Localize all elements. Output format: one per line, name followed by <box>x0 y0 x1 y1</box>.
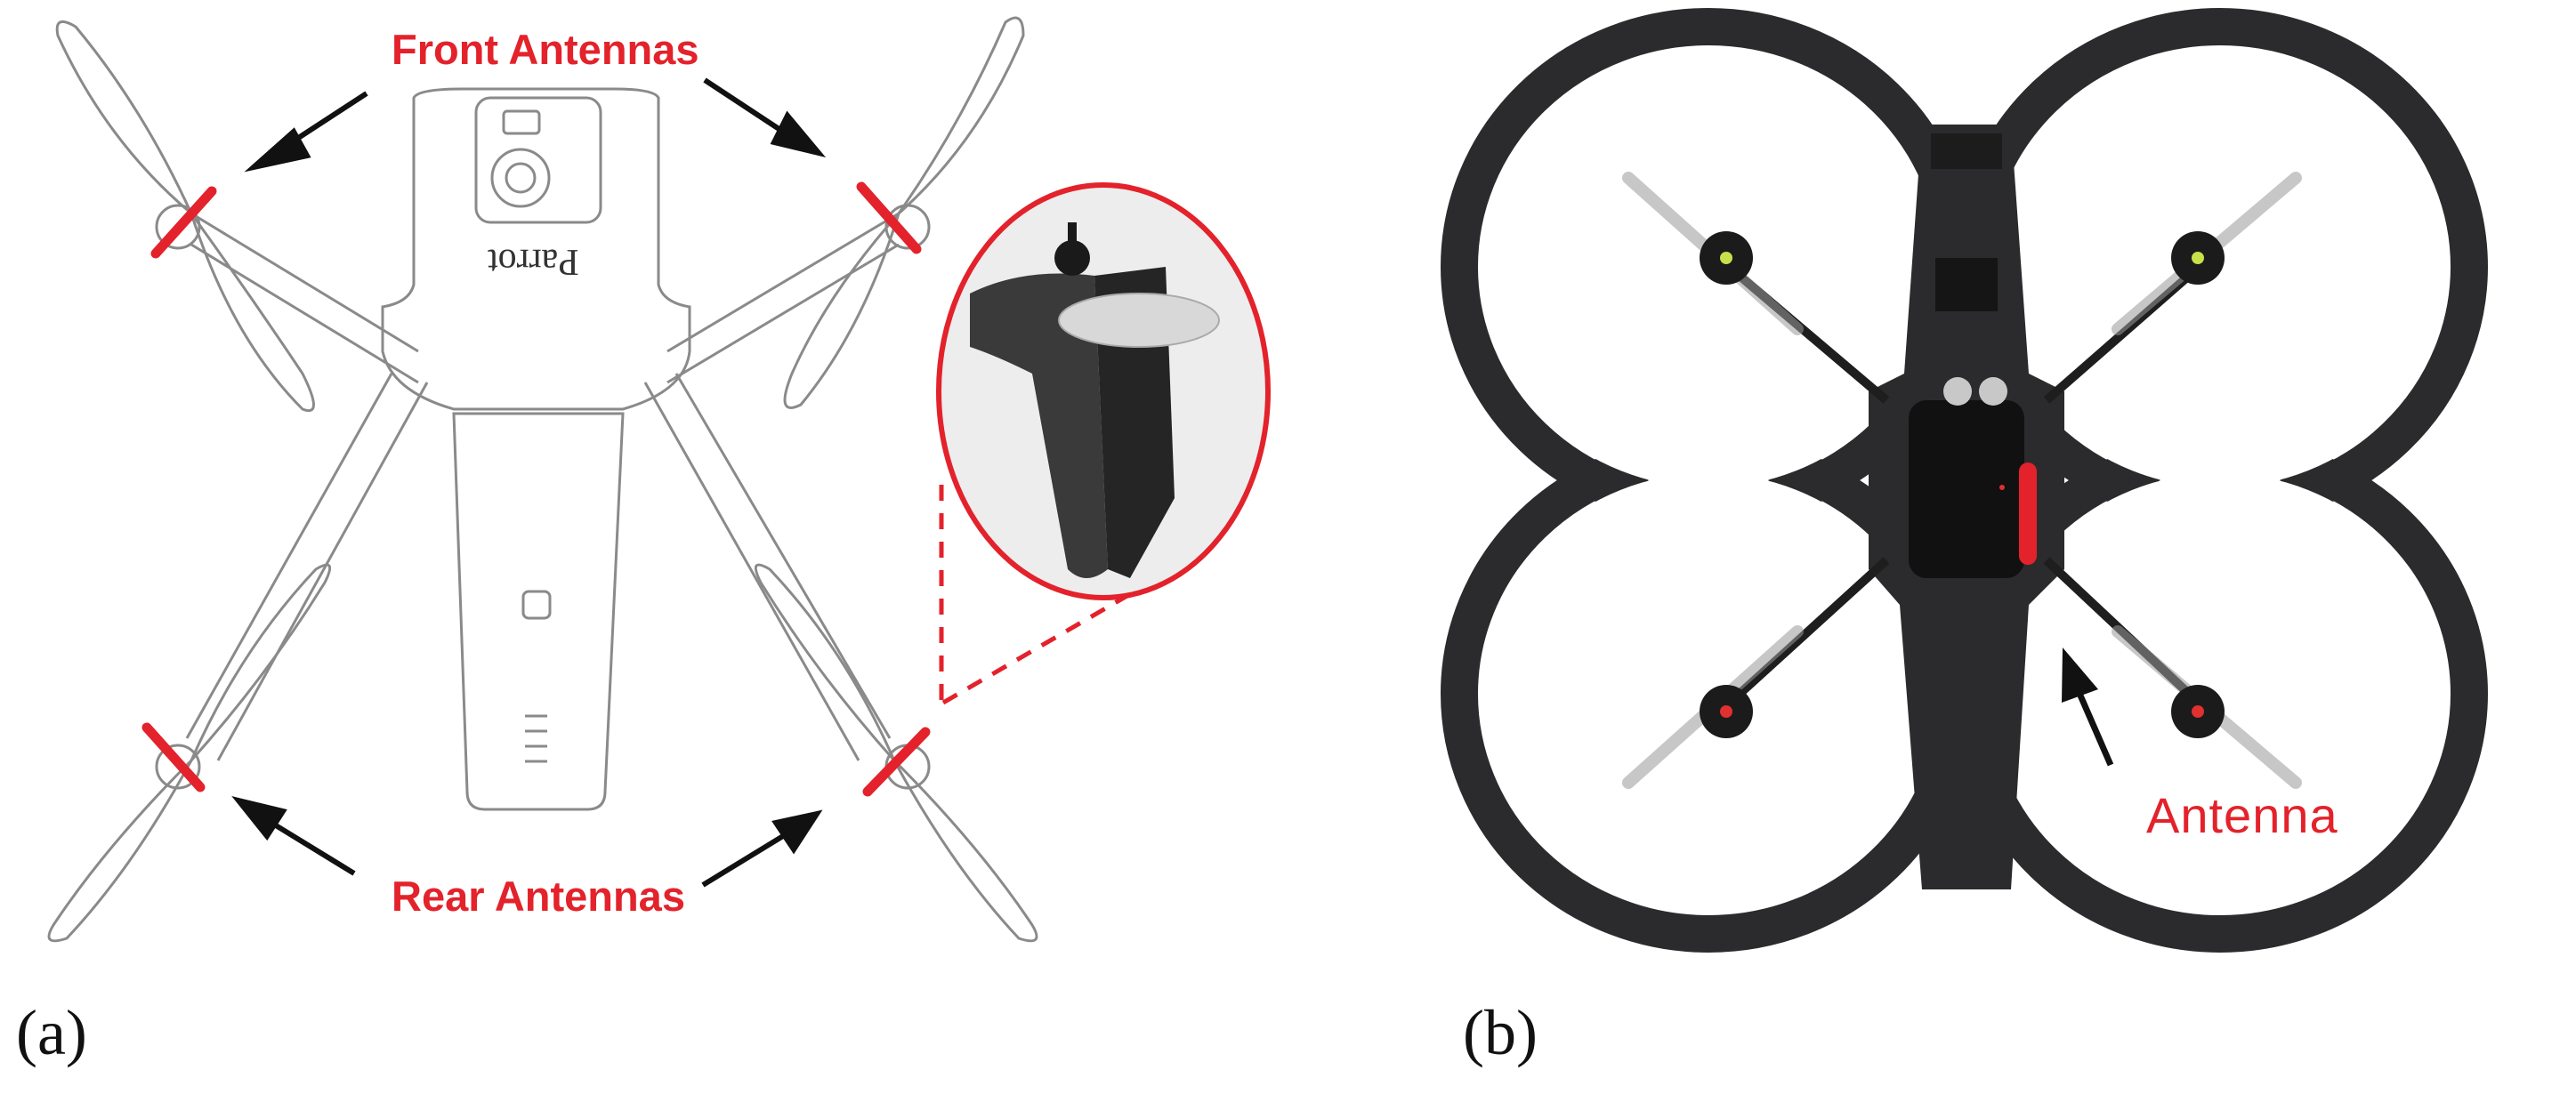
rear-right-arm <box>674 373 892 739</box>
camera-gimbal <box>474 96 602 224</box>
panel-b: Antenna <box>1388 0 2576 1094</box>
propeller-rr-a <box>754 563 896 762</box>
callout-leader-diagonal <box>941 591 1132 705</box>
arm-rear-left <box>1736 557 1890 697</box>
rear-antennas-label: Rear Antennas <box>392 873 685 920</box>
antenna-marker-rear-left <box>141 722 206 792</box>
front-antennas-label: Front Antennas <box>392 26 699 73</box>
arrow-icon <box>270 820 356 876</box>
antenna-marker-front-left <box>150 186 217 259</box>
antenna-marker-rear-right <box>862 727 931 797</box>
propeller-fl-a <box>55 20 193 215</box>
front-right-arm <box>666 212 900 353</box>
propeller-rl-a <box>190 563 332 762</box>
front-left-arm <box>190 212 419 353</box>
antenna-label: Antenna <box>2146 787 2338 843</box>
drone-photo-illustration <box>1441 8 2488 953</box>
arrow-icon <box>701 833 785 888</box>
arrow-icon <box>2074 688 2114 767</box>
magnifier-callout-icon <box>936 182 1271 600</box>
drone-body-top <box>381 87 691 411</box>
drone-body-tail <box>452 412 625 811</box>
power-button-icon <box>521 590 552 620</box>
parrot-logo: Parrot <box>488 241 579 282</box>
central-hub <box>1909 400 2024 578</box>
panel-a: Parrot Front Antennas Rear Antennas <box>47 16 1271 943</box>
propeller-fr-a <box>897 16 1025 215</box>
drone-line-drawing <box>47 16 1271 943</box>
antenna-marker-front-right <box>856 181 922 254</box>
caption-b: (b) <box>1463 997 1538 1068</box>
arrow-icon <box>703 77 785 134</box>
rear-left-arm <box>185 373 393 739</box>
caption-a: (a) <box>16 997 87 1068</box>
